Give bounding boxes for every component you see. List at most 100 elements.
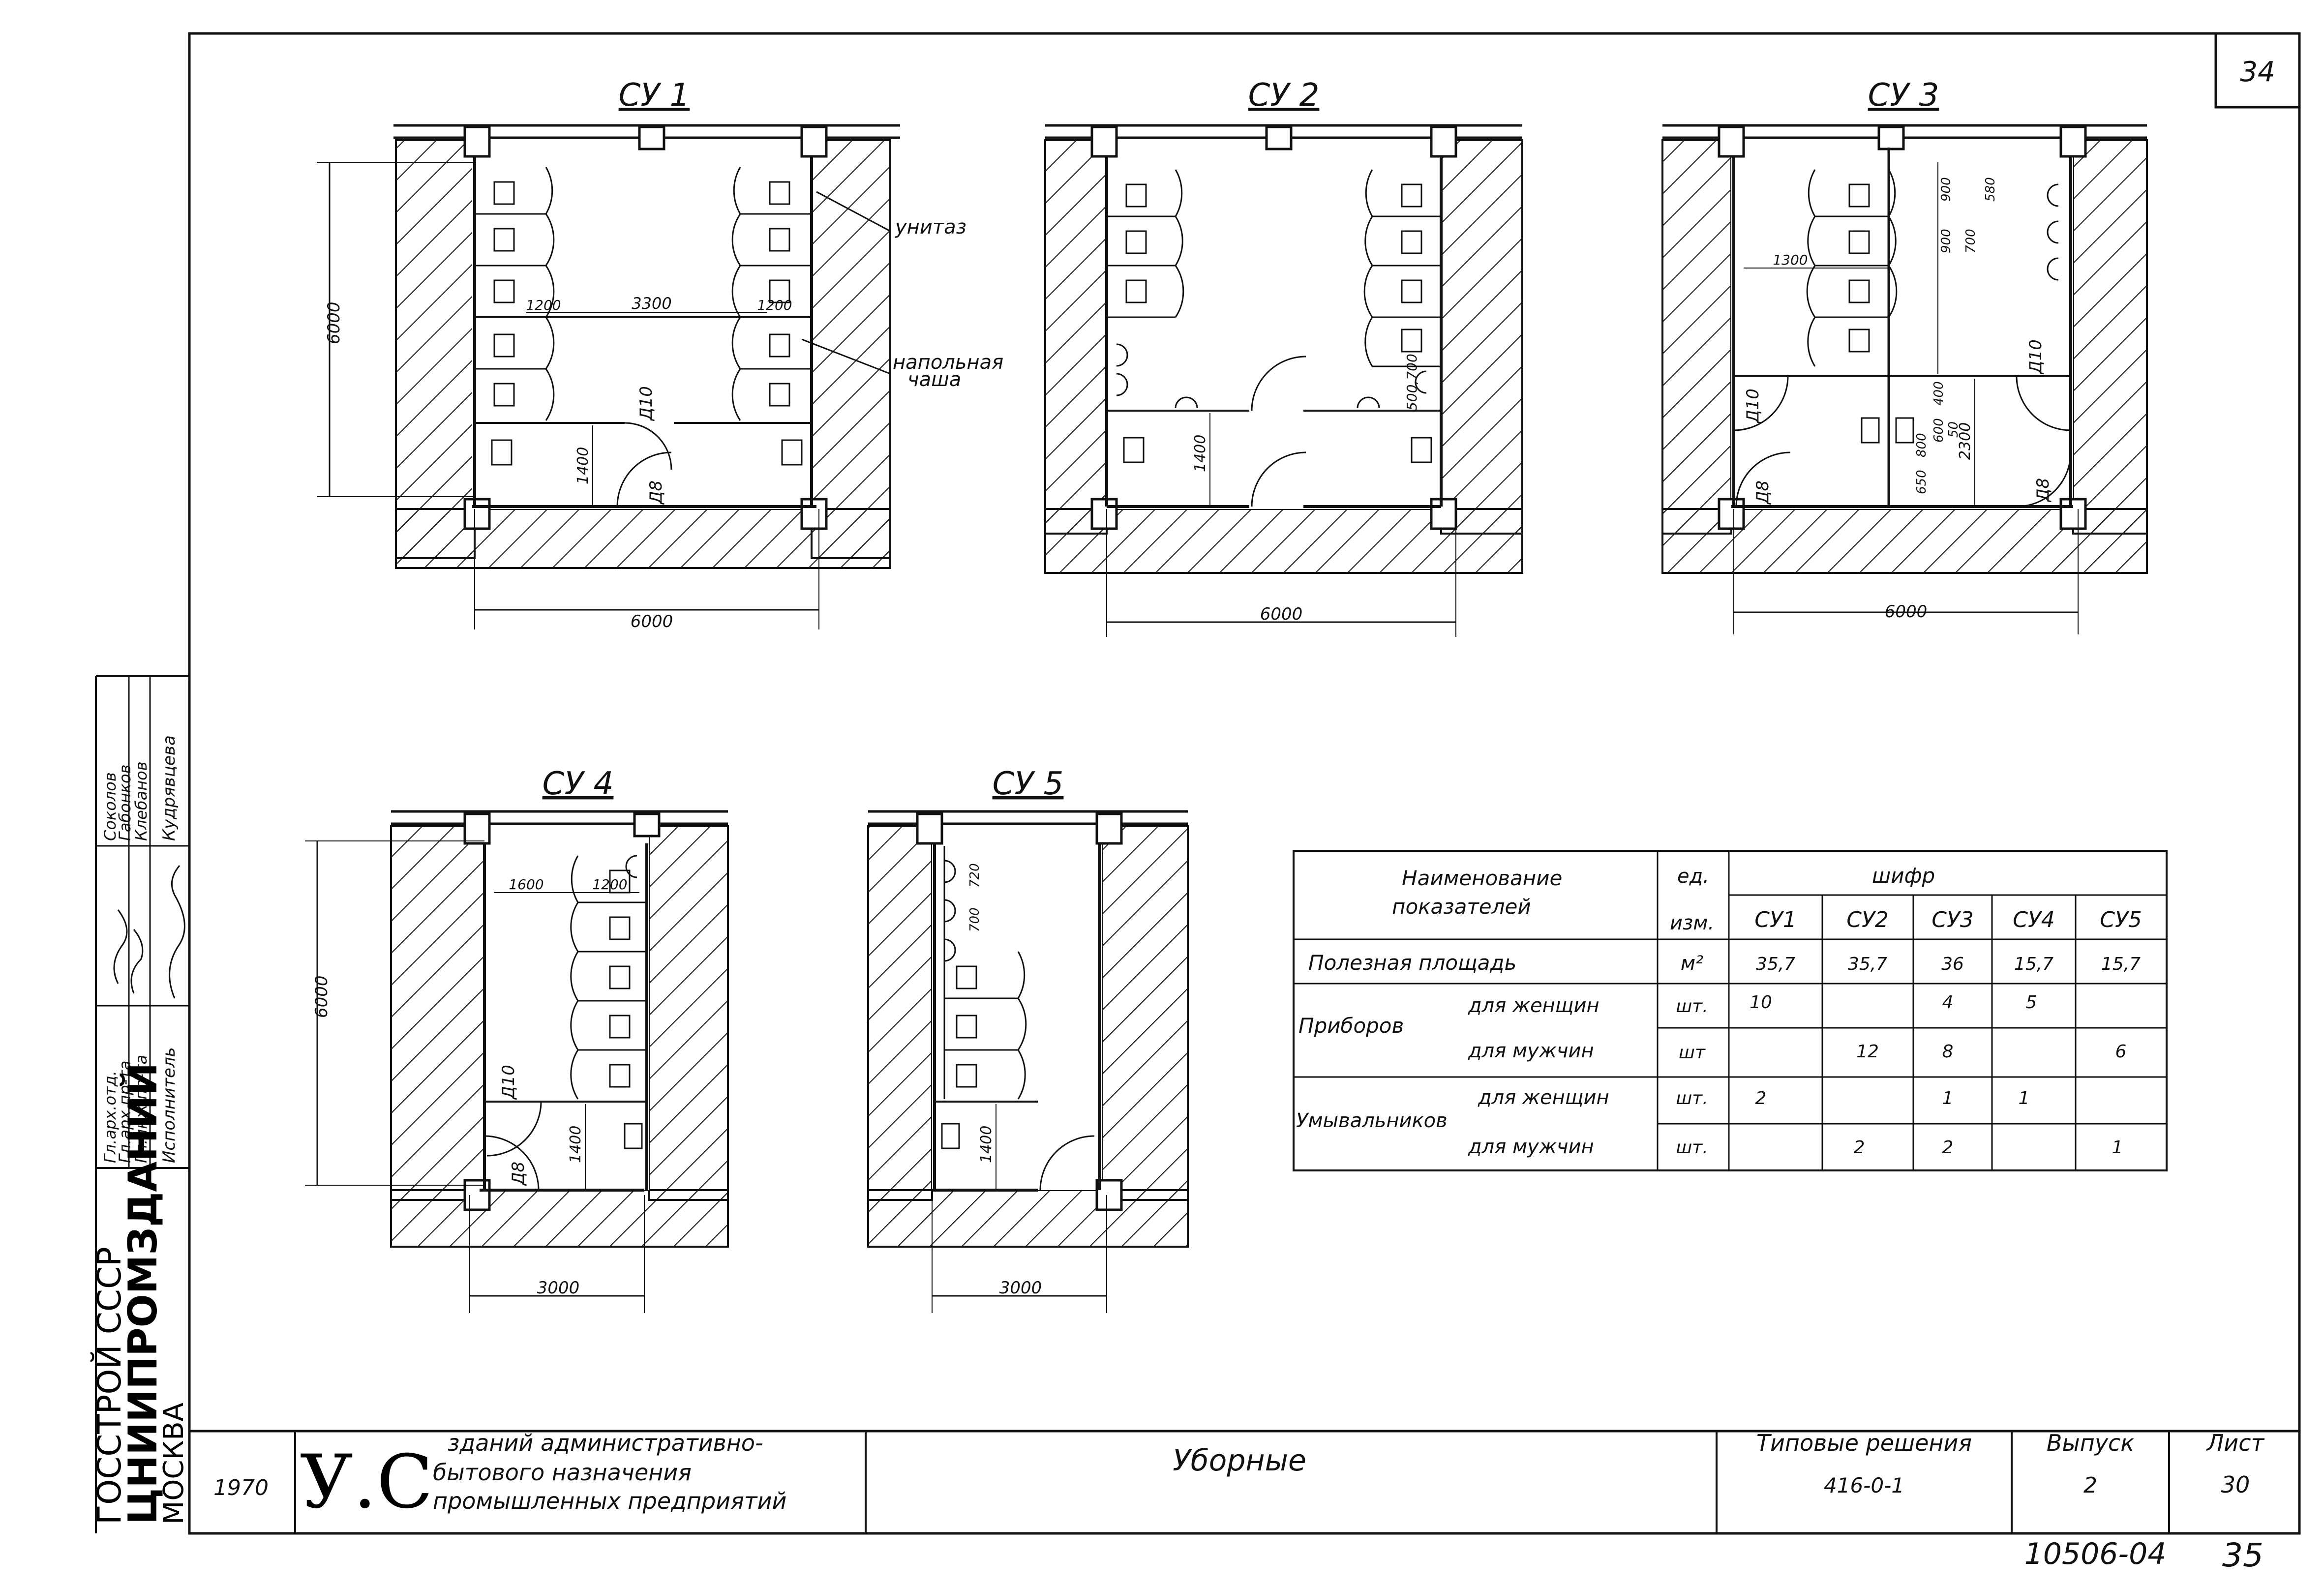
- door-label: Д10: [2026, 339, 2046, 375]
- door-label: Д10: [1743, 389, 1763, 424]
- dim-vestibule: 1400: [1192, 435, 1209, 472]
- row-name: для мужчин: [1468, 1040, 1594, 1062]
- door-label: Д10: [636, 386, 656, 421]
- plan-title: СУ 3: [1868, 77, 1939, 114]
- dim-right-pitch: 700: [1963, 229, 1978, 253]
- signature: [113, 909, 128, 984]
- row-name: для женщин: [1468, 994, 1600, 1017]
- callout-floor-bowl-2: чаша: [907, 368, 961, 391]
- row-group: Умывальников: [1296, 1109, 1448, 1132]
- plan-su2: СУ 2: [1044, 77, 1523, 637]
- plan-title: СУ 5: [993, 766, 1064, 802]
- name: Кудрявцева: [159, 735, 179, 841]
- row-unit: шт.: [1676, 1088, 1708, 1108]
- dim-sink-b: 800: [1914, 433, 1929, 457]
- name: Клебанов: [132, 761, 151, 841]
- dim-width: 6000: [631, 612, 673, 631]
- plan-su1: СУ 1: [317, 77, 1003, 631]
- cell: 2: [1942, 1137, 1954, 1158]
- col-su2: СУ2: [1846, 907, 1889, 932]
- plan-su5: СУ 5 720 700 1400 3: [867, 766, 1189, 1313]
- cell: 15,7: [2101, 954, 2141, 974]
- dim-cab-width: 1300: [1773, 252, 1808, 268]
- org-institute: ЦНИИПРОМЗДАНИЙ: [120, 1063, 166, 1525]
- issue-label: Выпуск: [2047, 1430, 2134, 1456]
- row-group: Приборов: [1298, 1014, 1404, 1038]
- dim-sink-c: 600: [1932, 418, 1946, 443]
- row-name: Полезная площадь: [1308, 951, 1516, 975]
- plan-title: СУ 4: [543, 766, 614, 802]
- header-code: шифр: [1872, 864, 1935, 888]
- title-block: 1970 У.С зданий административно- бытовог…: [189, 1430, 2299, 1574]
- corner-number: 34: [2240, 56, 2275, 88]
- plan-title: СУ 2: [1248, 77, 1320, 114]
- col-su5: СУ5: [2100, 907, 2142, 932]
- dim-vestibule: 1400: [978, 1126, 995, 1163]
- row-name: для мужчин: [1468, 1136, 1594, 1158]
- dim-top-right-2: 580: [1983, 177, 1998, 202]
- cell: 4: [1942, 992, 1954, 1013]
- door-label: Д8: [509, 1162, 528, 1186]
- series-desc-1: зданий административно-: [448, 1430, 763, 1456]
- row-unit: шт.: [1676, 996, 1708, 1017]
- door-label: Д8: [2033, 478, 2053, 503]
- dim-sink-a: 650: [1914, 470, 1929, 494]
- name: Соколов: [101, 772, 120, 841]
- dim-width: 6000: [1885, 602, 1928, 622]
- sheet-frame: [188, 32, 2301, 1535]
- indicators-table: Наименование показателей ед. изм. шифр С…: [1293, 850, 2168, 1171]
- dim-cab-right: 1200: [592, 876, 627, 893]
- cell: 12: [1856, 1042, 1879, 1062]
- cell: 1: [2019, 1088, 2030, 1108]
- dim-inner: 3300: [632, 294, 671, 313]
- dim-sink-e: 50: [1946, 421, 1961, 438]
- archive-code: 10506-04: [2024, 1537, 2167, 1571]
- role: Гл.арх.пр-та: [116, 1060, 134, 1163]
- dim-top: 720: [967, 863, 982, 888]
- cell: 1: [1942, 1088, 1954, 1108]
- dim-side: 500,700: [1404, 354, 1420, 411]
- dim-cab-left: 1200: [526, 297, 561, 313]
- dim-cab-left: 1600: [509, 876, 543, 893]
- archive-page: 35: [2222, 1536, 2264, 1574]
- cell: 15,7: [2014, 954, 2053, 974]
- dim-vest-room: 2300: [1957, 422, 1974, 460]
- cell: 2: [1854, 1137, 1865, 1158]
- dim-height: 6000: [324, 301, 344, 344]
- callout-floor-bowl: напольная: [893, 351, 1003, 374]
- dim-cab-right: 1200: [757, 297, 792, 313]
- header-name-2: показателей: [1392, 895, 1531, 919]
- plan-su4: СУ 4 1600 1200: [305, 766, 729, 1313]
- cell: 2: [1755, 1088, 1767, 1108]
- dim-width: 6000: [1260, 604, 1303, 624]
- col-su1: СУ1: [1754, 907, 1797, 932]
- row-name: для женщин: [1478, 1086, 1609, 1109]
- dim-urinal: 700: [967, 907, 982, 932]
- role: Гл.инж.пр-та: [132, 1055, 151, 1163]
- header-name-1: Наименование: [1402, 866, 1562, 890]
- plan-title: СУ 1: [619, 77, 690, 114]
- cell: 5: [2026, 992, 2037, 1013]
- role: Исполнитель: [159, 1047, 179, 1163]
- cell: 36: [1941, 954, 1964, 974]
- name: Габонков: [116, 765, 134, 841]
- role: Гл.арх.отд.: [101, 1071, 120, 1163]
- door-label: Д10: [499, 1065, 518, 1100]
- signature: [130, 929, 144, 994]
- cell: 35,7: [1756, 954, 1795, 974]
- sheet-label: Лист: [2206, 1430, 2265, 1456]
- row-unit: м²: [1681, 952, 1703, 975]
- sheet-title: Уборные: [1173, 1443, 1306, 1478]
- cell: 35,7: [1848, 954, 1887, 974]
- dim-vestibule: 1400: [567, 1126, 584, 1163]
- door-label: Д8: [646, 480, 666, 505]
- year: 1970: [213, 1475, 269, 1500]
- plan-su3: СУ 3: [1661, 77, 2148, 634]
- series-desc-2: бытового назначения: [433, 1459, 692, 1486]
- org-city: МОСКВА: [158, 1403, 190, 1525]
- dim-vestibule: 1400: [574, 447, 592, 484]
- cell: 8: [1942, 1042, 1954, 1062]
- col-su4: СУ4: [2013, 907, 2055, 932]
- callout-toilet: унитаз: [895, 216, 966, 239]
- sheet-number: 30: [2221, 1471, 2250, 1498]
